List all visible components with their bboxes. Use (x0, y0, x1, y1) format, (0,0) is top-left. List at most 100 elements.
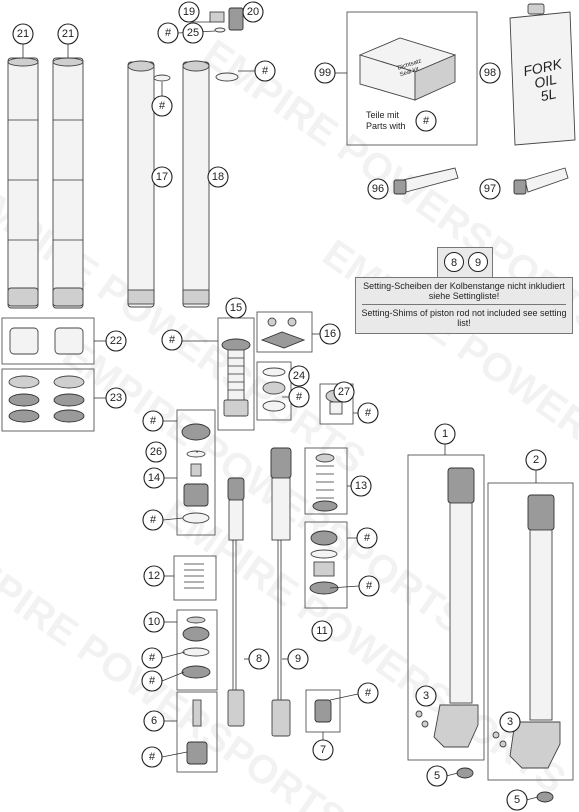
callout-11: 11 (311, 620, 333, 642)
callout-hash-6: # (141, 746, 163, 768)
callout-hash-kit: # (415, 110, 437, 132)
svg-text:#: # (423, 115, 430, 127)
svg-text:26: 26 (150, 446, 162, 458)
axle-nuts (415, 710, 554, 803)
svg-text:27: 27 (338, 386, 350, 398)
bushings (9, 327, 84, 355)
base-valve-6 (186, 699, 208, 765)
setting-note: Setting-Scheiben der Kolbenstange nicht … (355, 277, 573, 334)
svg-text:22: 22 (110, 335, 122, 347)
callout-2: 2 (525, 449, 547, 471)
part-7 (314, 699, 332, 723)
oil-can-label: FORK OIL 5L (521, 55, 564, 105)
svg-text:2: 2 (533, 454, 539, 466)
callout-hash-11-top: # (356, 527, 378, 549)
callout-27: 27 (333, 381, 355, 403)
seal-set-box (1, 368, 95, 432)
svg-text:20: 20 (247, 6, 259, 18)
svg-text:#: # (149, 652, 156, 664)
callout-5a: 5 (426, 765, 448, 787)
setting-note-german: Setting-Scheiben der Kolbenstange nicht … (363, 281, 565, 301)
svg-text:#: # (262, 65, 269, 77)
callout-15: 15 (225, 297, 247, 319)
piston-set-10-frame (176, 609, 218, 691)
callout-10: 10 (143, 611, 165, 633)
spring-set-13-frame (304, 447, 348, 515)
fork-oil-can (509, 3, 576, 146)
callout-hash-14-top: # (142, 410, 164, 432)
seal-kit-frame (346, 11, 478, 146)
callout-97: 97 (479, 178, 501, 200)
note-header: 8 9 (437, 247, 493, 277)
svg-text:14: 14 (148, 472, 160, 484)
svg-text:13: 13 (355, 480, 367, 492)
fork-leg-2-frame (487, 482, 574, 781)
setting-note-divider (362, 304, 566, 305)
svg-text:#: # (364, 532, 371, 544)
svg-text:99: 99 (319, 67, 331, 79)
callout-hash-14-bottom: # (142, 509, 164, 531)
spring-12 (184, 563, 204, 589)
bleed-parts-frame (256, 311, 313, 353)
piston-set-11-frame (304, 521, 348, 609)
callout-17: 17 (151, 166, 173, 188)
callout-13: 13 (350, 475, 372, 497)
callout-99: 99 (314, 62, 336, 84)
callout-note-8: 8 (444, 252, 464, 272)
svg-text:98: 98 (484, 67, 496, 79)
svg-text:12: 12 (148, 570, 160, 582)
svg-text:24: 24 (293, 370, 305, 382)
callout-19: 19 (178, 1, 200, 23)
top-caps-19-20 (209, 7, 244, 33)
svg-text:#: # (365, 687, 372, 699)
svg-text:17: 17 (156, 171, 168, 183)
setting-note-english: Setting-Shims of piston rod not included… (361, 308, 567, 328)
callout-96: 96 (367, 178, 389, 200)
svg-text:19: 19 (183, 6, 195, 18)
callout-20: 20 (242, 1, 264, 23)
svg-text:#: # (296, 391, 303, 403)
piston-set-11 (309, 530, 339, 595)
callout-hash-27: # (357, 402, 379, 424)
cartridge-tube-18 (182, 60, 239, 308)
svg-text:#: # (366, 580, 373, 592)
svg-text:#: # (159, 100, 166, 112)
callout-24: 24 (288, 365, 310, 387)
svg-text:3: 3 (507, 716, 513, 728)
svg-text:#: # (149, 751, 156, 763)
callout-3b: 3 (499, 711, 521, 733)
bleed-screws (260, 317, 306, 349)
callout-16: 16 (319, 323, 341, 345)
callout-hash-24: # (288, 386, 310, 408)
svg-text:21: 21 (62, 28, 74, 40)
svg-text:5: 5 (434, 770, 440, 782)
seal-kit-box (358, 37, 457, 101)
watermark: EMPIRE POWERSPORTS EMPIRE POWERSPORTS EM… (0, 31, 579, 812)
callout-9: 9 (287, 648, 309, 670)
outer-tube-left (7, 57, 39, 309)
callout-hash-10-bottom: # (141, 670, 163, 692)
svg-text:#: # (365, 407, 372, 419)
svg-text:#: # (169, 334, 176, 346)
callout-26: 26 (145, 441, 167, 463)
orings-24 (262, 367, 286, 412)
svg-text:16: 16 (324, 328, 336, 340)
callout-14: 14 (143, 467, 165, 489)
callout-5b: 5 (506, 789, 528, 811)
svg-text:21: 21 (17, 28, 29, 40)
rebound-assembly (181, 423, 211, 524)
svg-text:#: # (150, 514, 157, 526)
fork-leg-1-frame (407, 454, 485, 761)
cartridge-tube-17 (127, 60, 171, 308)
kit-parts-label: Teile mit Parts with (366, 110, 406, 131)
svg-text:23: 23 (110, 392, 122, 404)
damper-rod-9 (270, 447, 292, 737)
svg-text:#: # (149, 675, 156, 687)
callout-hash-10-mid: # (141, 647, 163, 669)
callout-hash-7: # (357, 682, 379, 704)
svg-text:96: 96 (372, 183, 384, 195)
callout-18: 18 (207, 166, 229, 188)
svg-text:7: 7 (320, 744, 326, 756)
piston-set-10 (181, 616, 211, 679)
